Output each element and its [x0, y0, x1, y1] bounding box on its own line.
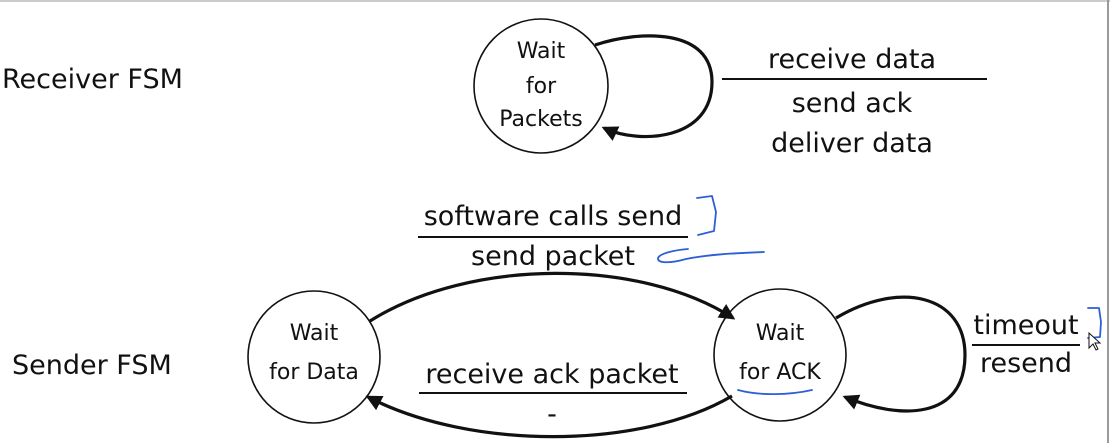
receiver-self-loop-arrow: [594, 34, 714, 141]
receiver-state-line3: Packets: [499, 107, 582, 132]
annotation-bracket-timeout: [1087, 307, 1102, 339]
annotation-squiggle-send: [657, 248, 765, 264]
receive-ack-arrow: [365, 394, 733, 439]
ack-event-text: receive ack packet: [425, 359, 678, 390]
sender-state-ack-line2: for ACK: [739, 360, 821, 385]
sender-state-ack-circle: [713, 288, 847, 422]
sender-state-wait-for-data: Wait for Data: [247, 290, 381, 424]
annotation-underline-ack: [737, 389, 813, 396]
sender-fsm-title: Sender FSM: [12, 350, 172, 381]
ack-transition-label: receive ack packet -: [419, 359, 687, 430]
send-packet-arrow: [369, 271, 736, 323]
send-event-text: software calls send: [424, 201, 683, 232]
receiver-action2-text: deliver data: [771, 128, 933, 159]
receiver-state-line1: Wait: [517, 39, 566, 64]
receiver-state-line2: for: [526, 74, 557, 99]
receiver-fsm-title: Receiver FSM: [2, 64, 183, 95]
receiver-state-wait-for-packets: Wait for Packets: [473, 18, 609, 154]
ack-action-text: -: [547, 399, 557, 430]
sender-state-data-line2: for Data: [269, 360, 359, 385]
mouse-cursor-icon: [1088, 331, 1102, 351]
timeout-event-text: timeout: [973, 310, 1078, 341]
sender-state-wait-for-ack: Wait for ACK: [713, 288, 847, 422]
receiver-event-text: receive data: [768, 44, 936, 75]
send-action-text: send packet: [471, 241, 635, 272]
timeout-transition-label: timeout resend: [972, 310, 1080, 379]
receiver-state-circle: [473, 18, 609, 154]
timeout-action-text: resend: [980, 348, 1072, 379]
receiver-transition-label: receive data send ack deliver data: [722, 44, 987, 159]
send-transition-label: software calls send send packet: [418, 201, 688, 272]
sender-state-data-circle: [247, 290, 381, 424]
sender-state-ack-line1: Wait: [756, 321, 805, 346]
receiver-action1-text: send ack: [792, 88, 913, 119]
sender-state-data-line1: Wait: [290, 321, 339, 346]
timeout-self-loop-arrow: [835, 295, 967, 413]
annotation-bracket-send: [696, 195, 717, 236]
